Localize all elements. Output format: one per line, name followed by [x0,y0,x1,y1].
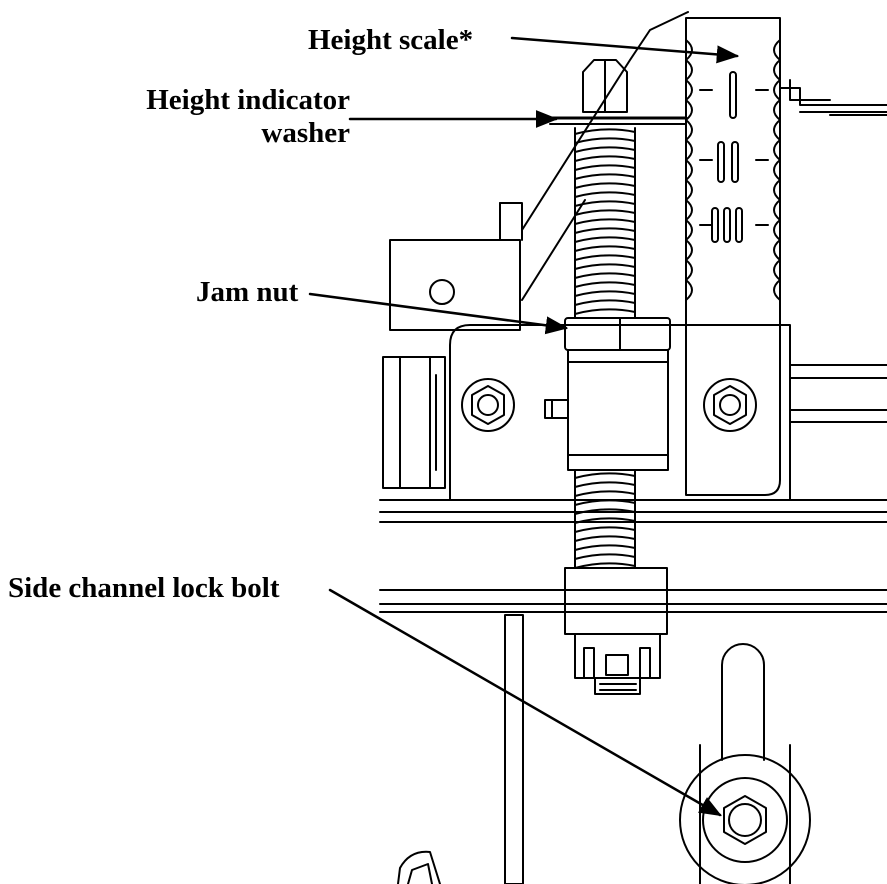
label-washer-line2: washer [261,117,350,149]
vertical-post [504,614,524,884]
lower-rod-end [564,567,668,695]
bottom-hardware [397,850,441,884]
left-bracket [382,11,689,489]
leader-arrows [308,36,740,817]
label-washer-line1: Height indicator [146,84,350,116]
label-jam-nut: Jam nut [196,276,299,308]
threaded-rod [548,59,688,569]
side-channel-lock-bolt [679,643,811,884]
lock-bolt-leader [328,588,722,817]
mounting-plate [449,324,791,501]
label-side-channel-lock-bolt: Side channel lock bolt [8,572,280,604]
label-height-indicator-washer: Height indicator washer [112,84,350,150]
label-height-scale: Height scale* [308,24,474,56]
channel-rails [379,364,887,613]
jam-nut-leader [308,292,569,335]
jam-nut-assembly [544,317,671,471]
pointer-tab [779,79,887,116]
height-scale-strip [685,17,781,496]
height-scale-leader [510,36,740,64]
